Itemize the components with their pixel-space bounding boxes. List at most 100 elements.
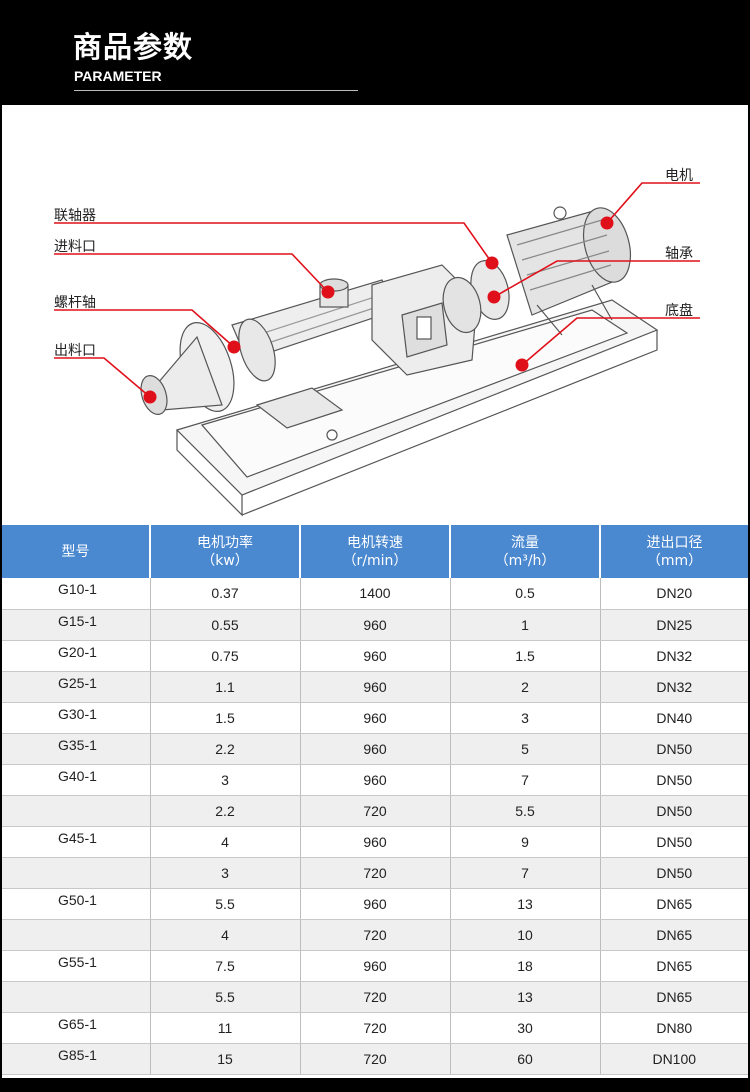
cell-flow: 5.5 xyxy=(450,795,601,827)
cell-power: 2.2 xyxy=(150,795,301,827)
cell-model xyxy=(2,857,151,889)
marker-outlet xyxy=(143,390,157,404)
cell-speed: 960 xyxy=(300,671,451,703)
cell-power: 7.5 xyxy=(150,950,301,982)
cell-power: 15 xyxy=(150,1043,301,1075)
cell-speed: 1400 xyxy=(300,578,451,610)
cell-power: 4 xyxy=(150,826,301,858)
header-port-diameter: 进出口径（mm） xyxy=(600,525,748,578)
marker-coupling xyxy=(485,256,499,270)
label-motor: 电机 xyxy=(665,168,693,184)
cell-speed: 960 xyxy=(300,826,451,858)
cell-speed: 720 xyxy=(300,919,451,951)
cell-speed: 960 xyxy=(300,702,451,734)
cell-diameter: DN100 xyxy=(600,1043,748,1075)
cell-model: G40-1 xyxy=(2,764,151,796)
cell-speed: 960 xyxy=(300,640,451,672)
cell-model: G50-1 xyxy=(2,888,151,920)
cell-flow: 2 xyxy=(450,671,601,703)
cell-speed: 720 xyxy=(300,795,451,827)
cell-flow: 5 xyxy=(450,733,601,765)
label-outlet: 出料口 xyxy=(54,343,96,359)
cell-flow: 1 xyxy=(450,609,601,641)
section-title: 商品参数 xyxy=(73,30,194,64)
cell-diameter: DN40 xyxy=(600,702,748,734)
table-header-row: 型号 电机功率（kw） 电机转速（r/min） 流量（m³/h） 进出口径（mm… xyxy=(2,525,748,578)
parameter-table: 型号 电机功率（kw） 电机转速（r/min） 流量（m³/h） 进出口径（mm… xyxy=(2,525,748,1075)
cell-diameter: DN32 xyxy=(600,671,748,703)
cell-diameter: DN80 xyxy=(600,1012,748,1044)
cell-power: 1.5 xyxy=(150,702,301,734)
marker-motor xyxy=(600,216,614,230)
cell-flow: 3 xyxy=(450,702,601,734)
cell-flow: 1.5 xyxy=(450,640,601,672)
cell-flow: 10 xyxy=(450,919,601,951)
cell-model: G35-1 xyxy=(2,733,151,765)
cell-power: 4 xyxy=(150,919,301,951)
parameter-table-container: 型号 电机功率（kw） 电机转速（r/min） 流量（m³/h） 进出口径（mm… xyxy=(2,525,748,1078)
header-divider xyxy=(74,90,358,91)
marker-dots xyxy=(143,216,614,404)
cell-power: 0.75 xyxy=(150,640,301,672)
label-bearing: 轴承 xyxy=(665,246,693,262)
header-flow: 流量（m³/h） xyxy=(450,525,601,578)
pump-diagram: 联轴器 进料口 螺杆轴 出料口 电机 轴承 底盘 xyxy=(2,105,748,525)
cell-flow: 0.5 xyxy=(450,578,601,610)
cell-power: 3 xyxy=(150,764,301,796)
cell-diameter: DN32 xyxy=(600,640,748,672)
cell-diameter: DN65 xyxy=(600,981,748,1013)
cell-diameter: DN50 xyxy=(600,857,748,889)
cell-diameter: DN65 xyxy=(600,950,748,982)
cell-power: 0.37 xyxy=(150,578,301,610)
cell-speed: 720 xyxy=(300,981,451,1013)
cell-model: G10-1 xyxy=(2,578,151,610)
cell-diameter: DN50 xyxy=(600,826,748,858)
cell-speed: 720 xyxy=(300,1012,451,1044)
cell-speed: 960 xyxy=(300,764,451,796)
cell-flow: 13 xyxy=(450,981,601,1013)
cell-power: 0.55 xyxy=(150,609,301,641)
section-subtitle: PARAMETER xyxy=(74,68,162,84)
cell-diameter: DN50 xyxy=(600,795,748,827)
marker-bearing xyxy=(487,290,501,304)
leader-lines xyxy=(54,182,700,398)
cell-model xyxy=(2,795,151,827)
cell-diameter: DN20 xyxy=(600,578,748,610)
cell-speed: 960 xyxy=(300,950,451,982)
cell-model xyxy=(2,981,151,1013)
cell-power: 5.5 xyxy=(150,888,301,920)
cell-model xyxy=(2,919,151,951)
label-inlet: 进料口 xyxy=(54,239,96,255)
cell-flow: 60 xyxy=(450,1043,601,1075)
cell-power: 3 xyxy=(150,857,301,889)
label-base: 底盘 xyxy=(665,303,693,319)
header-model: 型号 xyxy=(2,525,151,578)
cell-power: 5.5 xyxy=(150,981,301,1013)
pump-illustration xyxy=(54,182,700,517)
label-coupling: 联轴器 xyxy=(54,208,96,224)
header-motor-speed: 电机转速（r/min） xyxy=(300,525,451,578)
cell-flow: 30 xyxy=(450,1012,601,1044)
cell-speed: 960 xyxy=(300,888,451,920)
marker-base xyxy=(515,358,529,372)
cell-diameter: DN50 xyxy=(600,733,748,765)
cell-model: G25-1 xyxy=(2,671,151,703)
marker-inlet xyxy=(321,285,335,299)
section-header: 商品参数 PARAMETER xyxy=(0,0,750,105)
cell-speed: 720 xyxy=(300,857,451,889)
cell-flow: 18 xyxy=(450,950,601,982)
cell-flow: 9 xyxy=(450,826,601,858)
bottom-border xyxy=(0,1078,750,1092)
cell-model: G85-1 xyxy=(2,1043,151,1075)
